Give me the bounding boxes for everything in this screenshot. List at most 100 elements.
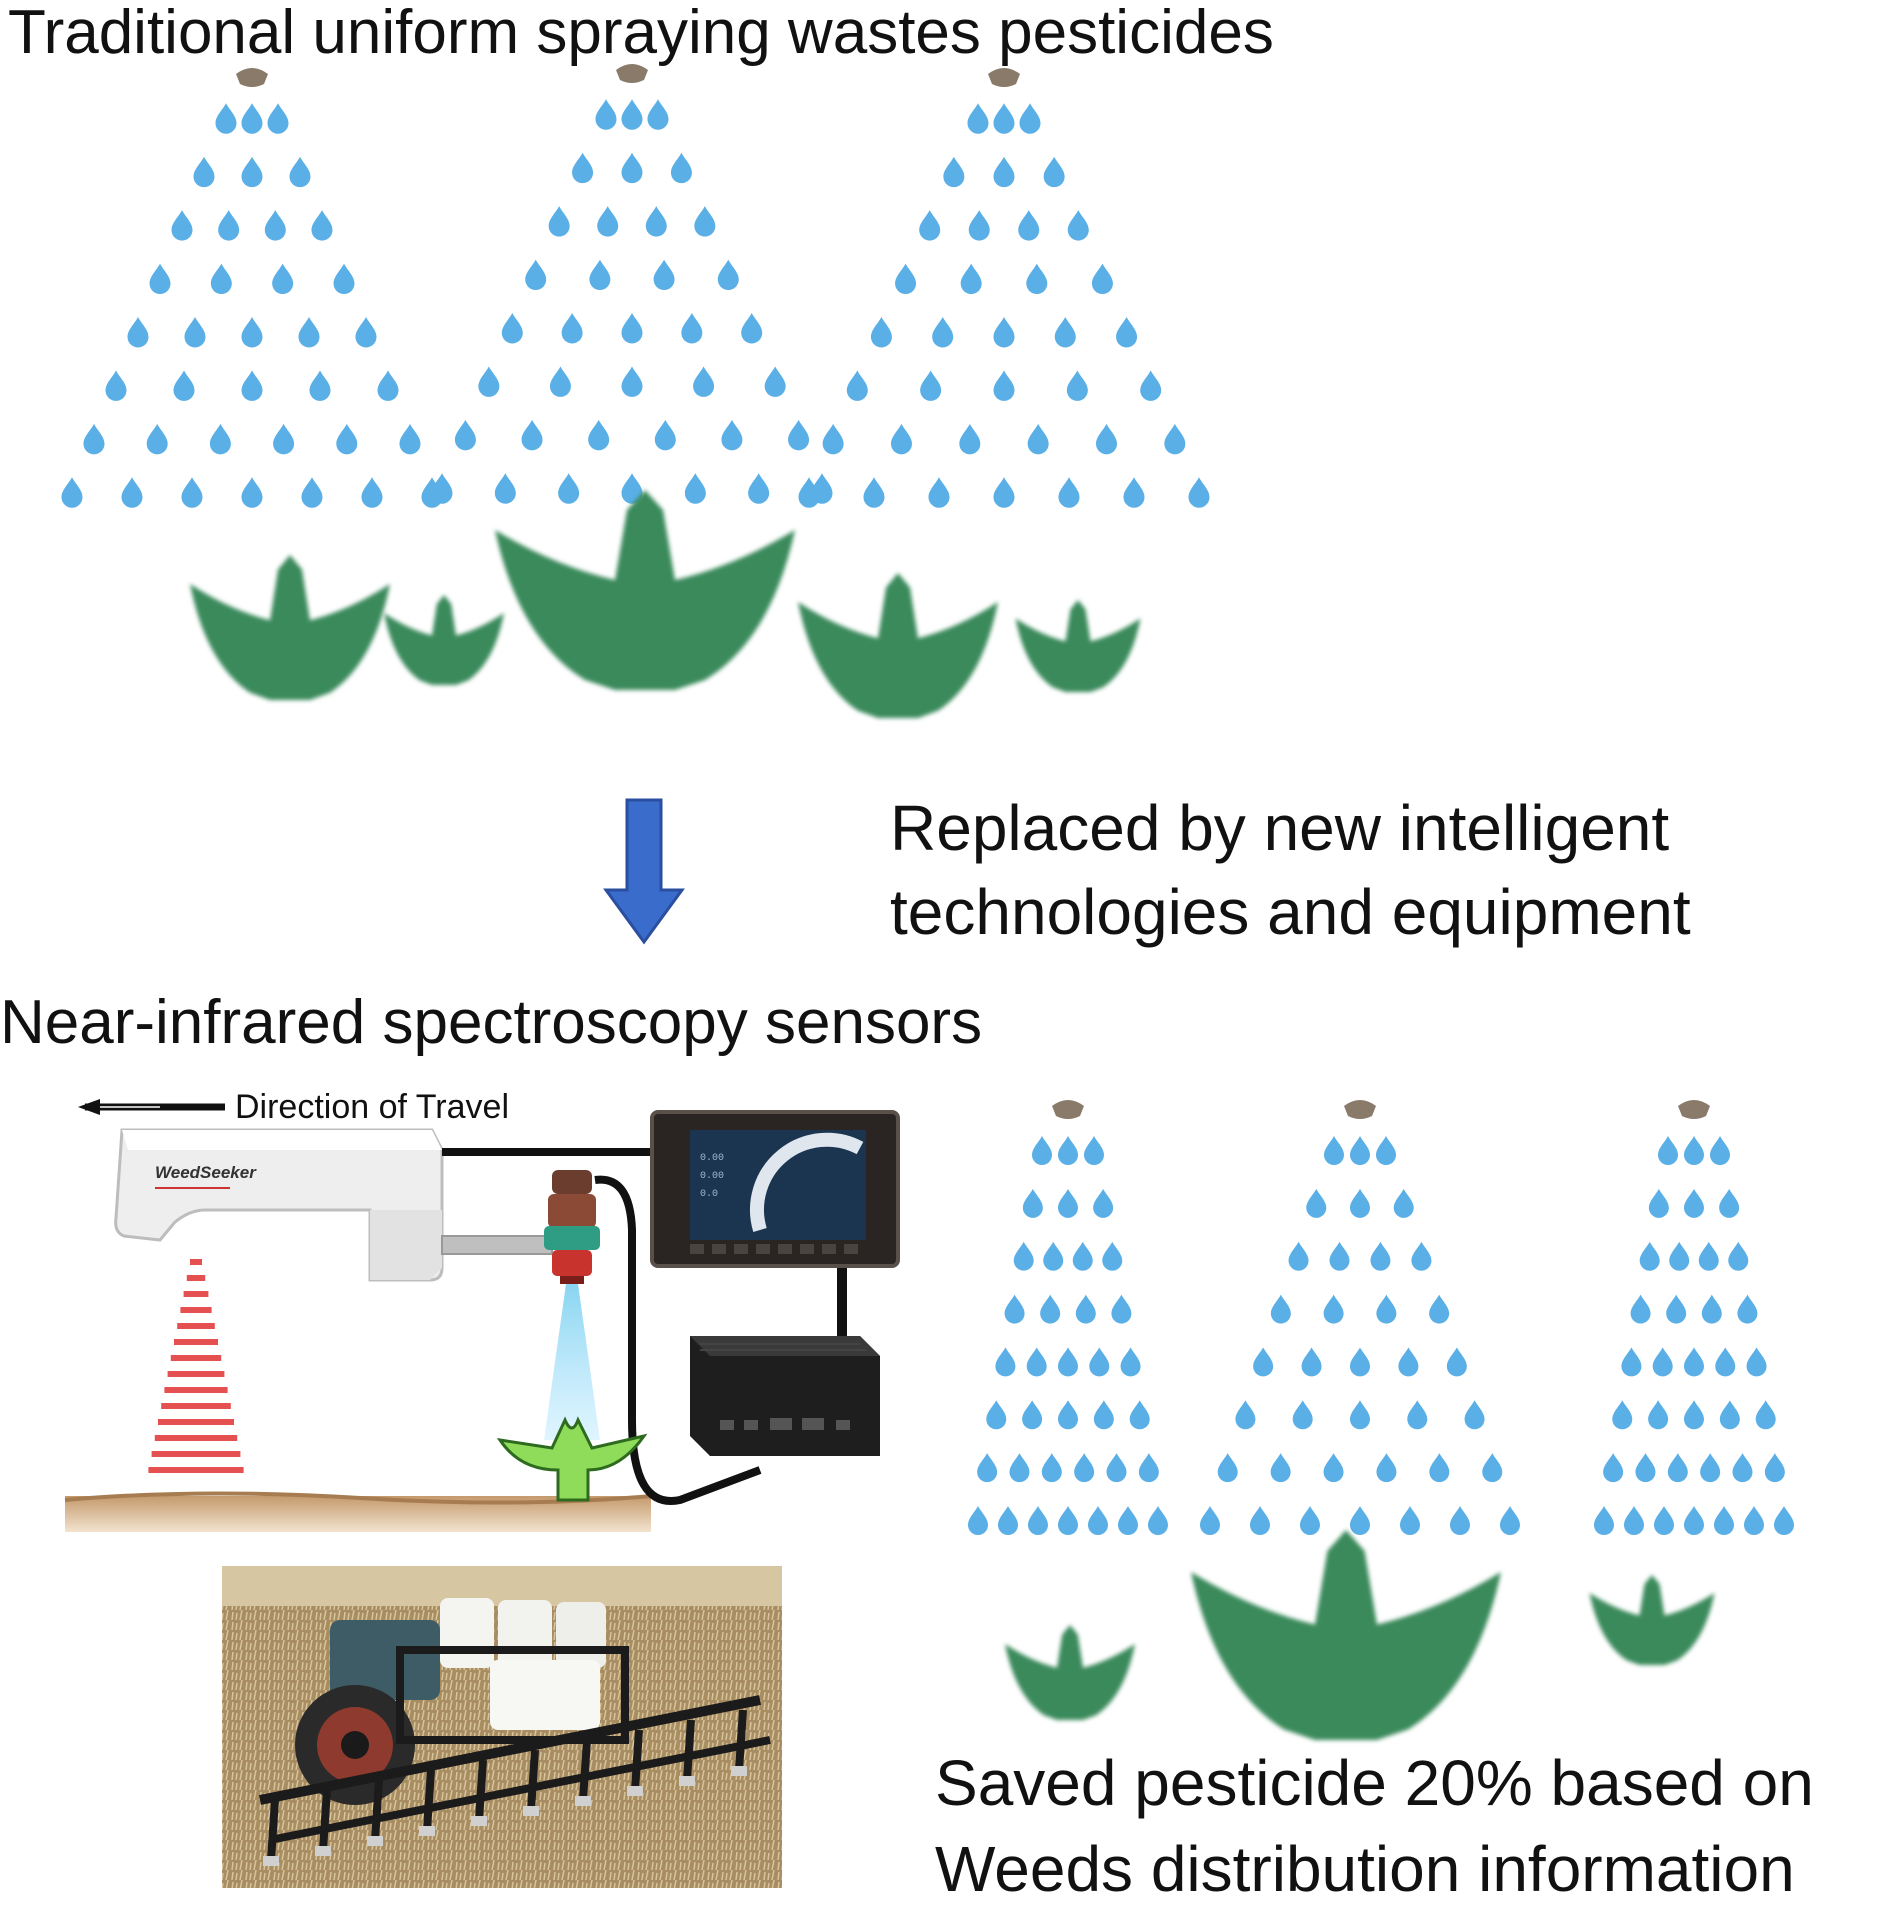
droplet-icon (1106, 1453, 1127, 1483)
droplet-icon (1301, 1347, 1322, 1377)
droplet-icon (1091, 263, 1113, 295)
droplet-icon (1058, 1188, 1078, 1218)
droplet-icon (1058, 1136, 1078, 1165)
crop-row-top (190, 490, 1141, 718)
droplet-icon (1235, 1400, 1256, 1430)
droplet-icon (1270, 1453, 1291, 1483)
droplet-icon (968, 210, 990, 241)
droplet-icon (241, 156, 263, 188)
droplet-icon (558, 473, 580, 504)
droplet-icon (1737, 1294, 1758, 1324)
droplet-icon (1306, 1188, 1327, 1218)
droplet-icon (1120, 1347, 1141, 1377)
droplet-icon (1129, 1400, 1150, 1430)
droplet-icon (1093, 1188, 1114, 1218)
droplet-icon (1074, 1453, 1095, 1483)
droplet-icon (309, 370, 331, 401)
droplet-icon (1482, 1453, 1503, 1483)
droplet-icon (1058, 1347, 1078, 1377)
droplet-icon (454, 419, 476, 451)
droplet-icon (798, 477, 820, 508)
bottom-section-title: Near-infrared spectroscopy sensors (0, 988, 983, 1057)
droplet-icon (361, 477, 383, 508)
control-box (690, 1336, 880, 1456)
droplet-icon (1066, 370, 1088, 401)
droplet-icon (1026, 263, 1048, 295)
droplet-icon (1746, 1347, 1767, 1377)
droplet-icon (653, 259, 675, 291)
droplet-icon (1032, 1136, 1052, 1165)
droplet-icon (654, 419, 676, 451)
direction-arrow-icon (78, 1099, 225, 1115)
droplet-icon (1138, 1453, 1159, 1483)
droplet-icon (741, 313, 763, 344)
droplet-icon (1732, 1453, 1753, 1483)
nozzle-icon (1678, 1100, 1710, 1119)
droplet-icon (561, 313, 583, 344)
droplet-icon (1639, 1241, 1660, 1271)
droplet-icon (890, 423, 912, 455)
nozzle-icon (1052, 1100, 1084, 1119)
droplet-icon (1684, 1400, 1704, 1430)
droplet-icon (1669, 1241, 1690, 1271)
droplet-icon (149, 263, 171, 295)
droplet-icon (272, 263, 294, 295)
droplet-icon (1700, 1453, 1721, 1483)
droplet-icon (621, 99, 643, 130)
droplet-icon (298, 317, 320, 348)
droplet-icon (1464, 1400, 1485, 1430)
droplet-icon (764, 366, 786, 397)
droplet-icon (1429, 1453, 1450, 1483)
transition-caption: Replaced by new intelligent technologies… (890, 786, 1850, 954)
droplet-icon (1019, 103, 1041, 134)
droplet-icon (181, 477, 203, 508)
droplet-icon (920, 370, 942, 401)
droplet-icon (1022, 1400, 1043, 1430)
droplet-icon (1603, 1453, 1624, 1483)
droplet-icon (1376, 1136, 1396, 1165)
droplet-icon (589, 259, 611, 291)
droplet-icon (1684, 1506, 1704, 1535)
svg-text:0.00: 0.00 (700, 1171, 724, 1182)
weedseeker-system-diagram: WeedSeeker 0.00 (64, 1099, 900, 1532)
droplet-icon (621, 366, 643, 397)
droplet-icon (928, 477, 950, 508)
result-caption: Saved pesticide 20% based on Weeds distr… (935, 1740, 1890, 1912)
droplet-icon (986, 1400, 1007, 1430)
droplet-icon (1594, 1506, 1614, 1535)
droplet-icon (1323, 1294, 1344, 1324)
droplet-icon (1200, 1506, 1220, 1535)
droplet-icon (993, 317, 1015, 348)
uniform-spray-group (61, 64, 1210, 508)
droplet-icon (1684, 1136, 1704, 1165)
droplet-icon (597, 206, 619, 237)
droplet-icon (1701, 1294, 1722, 1324)
droplet-icon (694, 206, 716, 237)
droplet-icon (621, 473, 643, 504)
droplet-icon (748, 473, 770, 504)
sensor-housing: WeedSeeker (114, 1128, 444, 1282)
droplet-icon (1764, 1453, 1785, 1483)
droplet-icon (377, 370, 399, 401)
droplet-icon (1684, 1188, 1704, 1218)
droplet-icon (919, 210, 941, 241)
droplet-icon (645, 206, 667, 237)
droplet-icon (572, 152, 594, 184)
droplet-icon (1250, 1506, 1270, 1535)
droplet-icon (1253, 1347, 1274, 1377)
droplet-icon (173, 370, 195, 401)
droplet-icon (525, 259, 547, 291)
droplet-icon (121, 477, 143, 508)
droplet-icon (1123, 477, 1145, 508)
droplet-icon (241, 477, 263, 508)
droplet-icon (822, 423, 844, 455)
droplet-icon (355, 317, 377, 348)
droplet-icon (932, 317, 954, 348)
droplet-icon (1072, 1241, 1093, 1271)
droplet-icon (1111, 1294, 1132, 1324)
droplet-icon (83, 423, 105, 455)
droplet-icon (1329, 1241, 1350, 1271)
droplet-icon (1666, 1294, 1687, 1324)
droplet-icon (1102, 1241, 1123, 1271)
droplet-icon (1621, 1347, 1642, 1377)
